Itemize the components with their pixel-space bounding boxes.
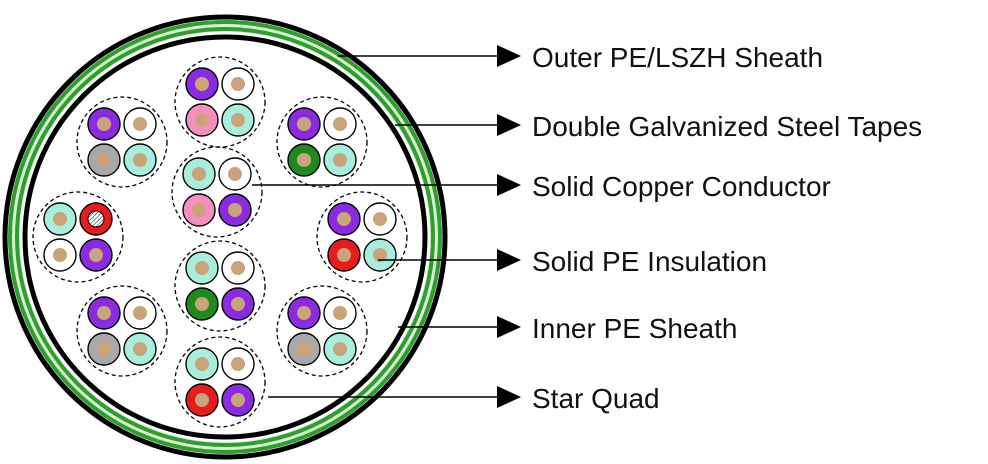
copper-conductor <box>231 297 245 311</box>
label-inner-sheath: Inner PE Sheath <box>532 313 737 344</box>
copper-conductor <box>228 203 242 217</box>
quad-boundary <box>174 240 266 332</box>
star-quad <box>32 191 124 283</box>
copper-conductor <box>231 113 245 127</box>
copper-conductor <box>195 77 209 91</box>
steel-tape-band <box>8 20 442 454</box>
copper-conductor <box>195 393 209 407</box>
copper-conductor <box>97 117 111 131</box>
copper-conductor <box>297 153 311 167</box>
copper-conductor <box>133 153 147 167</box>
quad-boundary <box>174 56 266 148</box>
star-quad <box>76 96 168 188</box>
copper-conductor <box>297 117 311 131</box>
copper-conductor <box>192 203 206 217</box>
quad-boundary <box>76 285 168 377</box>
label-insulation: Solid PE Insulation <box>532 246 767 277</box>
quad-boundary <box>32 191 124 283</box>
arrow-icon <box>497 386 521 408</box>
copper-conductor <box>53 248 67 262</box>
copper-conductor <box>333 117 347 131</box>
label-steel-tapes: Double Galvanized Steel Tapes <box>532 111 922 142</box>
copper-conductor <box>333 153 347 167</box>
arrow-icon <box>497 249 521 271</box>
copper-conductor <box>231 261 245 275</box>
star-quad <box>316 191 408 283</box>
copper-conductor <box>195 261 209 275</box>
quad-boundary <box>276 96 368 188</box>
copper-conductor <box>89 248 103 262</box>
star-quad <box>76 285 168 377</box>
copper-conductor <box>97 306 111 320</box>
label-star-quad: Star Quad <box>532 383 660 414</box>
star-quad <box>276 96 368 188</box>
quad-boundary <box>76 96 168 188</box>
copper-conductor <box>195 297 209 311</box>
label-outer-sheath: Outer PE/LSZH Sheath <box>532 42 823 73</box>
copper-conductor <box>373 212 387 226</box>
steel-tape-inner <box>15 27 435 447</box>
star-quad <box>174 336 266 428</box>
copper-conductor <box>97 342 111 356</box>
quad-boundary <box>316 191 408 283</box>
arrow-icon <box>497 45 521 67</box>
arrowheads <box>497 45 521 408</box>
star-quad <box>174 240 266 332</box>
star-quad <box>276 285 368 377</box>
hatched-conductor <box>87 210 105 228</box>
copper-conductor <box>297 342 311 356</box>
copper-conductor <box>297 306 311 320</box>
leader-lines <box>252 55 500 398</box>
arrow-icon <box>497 174 521 196</box>
copper-conductor <box>133 306 147 320</box>
copper-conductor <box>192 167 206 181</box>
copper-conductor <box>133 342 147 356</box>
arrow-icon <box>497 316 521 338</box>
copper-conductor <box>333 342 347 356</box>
label-conductor: Solid Copper Conductor <box>532 171 831 202</box>
copper-conductor <box>333 306 347 320</box>
copper-conductor <box>337 248 351 262</box>
copper-conductor <box>231 357 245 371</box>
steel-tape-outer <box>8 20 442 454</box>
copper-conductor <box>97 153 111 167</box>
copper-conductor <box>195 357 209 371</box>
inner-sheath <box>22 34 428 440</box>
copper-conductor <box>228 167 242 181</box>
labels: Outer PE/LSZH Sheath Double Galvanized S… <box>532 42 922 414</box>
copper-conductor <box>231 77 245 91</box>
copper-conductor <box>337 212 351 226</box>
copper-conductor <box>231 393 245 407</box>
copper-conductor <box>133 117 147 131</box>
copper-conductor <box>53 212 67 226</box>
star-quad <box>171 146 263 238</box>
quad-boundary <box>171 146 263 238</box>
copper-conductor <box>373 248 387 262</box>
quad-boundary <box>174 336 266 428</box>
quad-boundary <box>276 285 368 377</box>
arrow-icon <box>497 114 521 136</box>
star-quad <box>174 56 266 148</box>
copper-conductor <box>195 113 209 127</box>
star-quads <box>32 56 408 428</box>
